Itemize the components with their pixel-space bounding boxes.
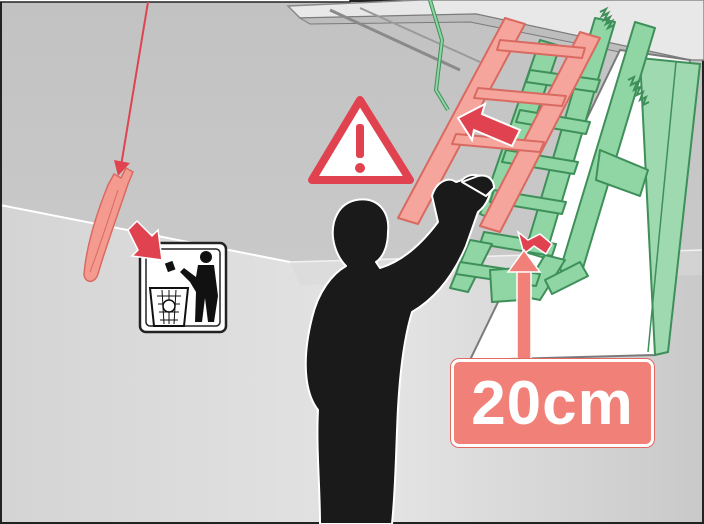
- callout-box-edge: [0, 0, 350, 2]
- measurement-text: 20cm: [471, 368, 634, 439]
- measurement-label: 20cm: [451, 359, 654, 447]
